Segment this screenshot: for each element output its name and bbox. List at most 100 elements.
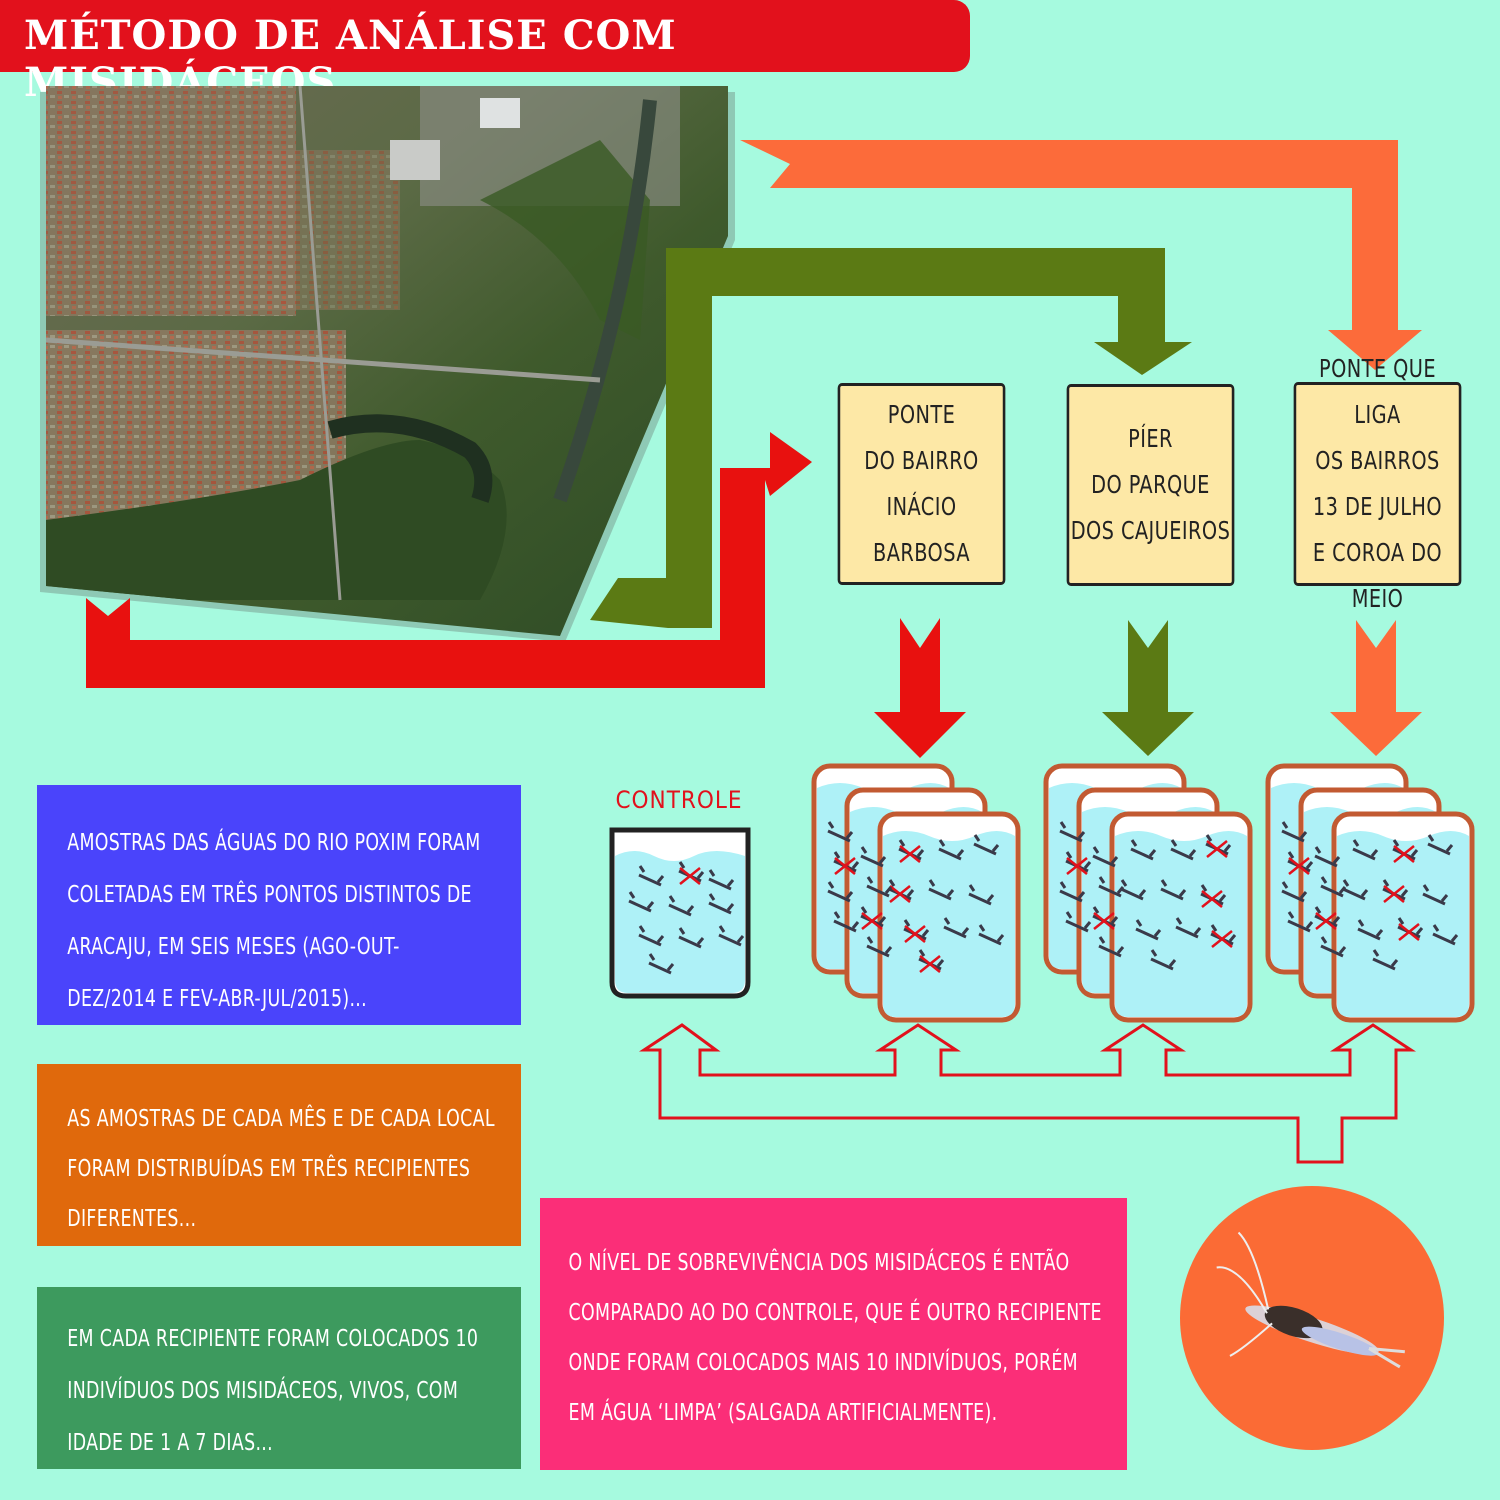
mysid-25 xyxy=(1135,919,1162,941)
step-3-line-3: IDADE DE 1 A 7 DIAS... xyxy=(67,1430,274,1456)
page-title: MÉTODO DE ANÁLISE COM MISIDÁCEOS xyxy=(24,12,677,106)
mysid-48 xyxy=(1287,851,1314,875)
step-3-line-2: INDIVÍDUOS DOS MISIDÁCEOS, VIVOS, COM xyxy=(67,1378,459,1404)
step-1-line-1: AMOSTRAS DAS ÁGUAS DO RIO POXIM FORAM xyxy=(67,830,481,856)
mysid-37 xyxy=(1352,839,1379,861)
step-2-box: AS AMOSTRAS DE CADA MÊS E DE CADA LOCAL … xyxy=(37,1064,521,1246)
mysid-30 xyxy=(1065,851,1092,875)
mysid-54 xyxy=(1320,936,1347,958)
arrow-site-1 xyxy=(86,432,812,688)
mysid-33 xyxy=(1092,846,1119,868)
control-mysid-10 xyxy=(648,953,675,975)
mysid-43 xyxy=(1357,919,1384,941)
control-mysid-1 xyxy=(638,865,665,887)
down-arrow-3 xyxy=(1330,620,1422,756)
control-label: CONTROLE xyxy=(615,786,743,814)
step-2-line-1: AS AMOSTRAS DE CADA MÊS E DE CADA LOCAL xyxy=(67,1106,495,1132)
mysid-9 xyxy=(978,924,1005,946)
mysid-45 xyxy=(1432,924,1459,946)
mysid-11 xyxy=(827,821,854,843)
down-arrow-2 xyxy=(1102,620,1194,756)
mysid-16 xyxy=(866,876,893,898)
mysid-6 xyxy=(968,884,995,906)
arrow-site-2 xyxy=(590,248,1192,628)
mysid-28 xyxy=(1150,949,1177,971)
mysid-39 xyxy=(1427,834,1454,856)
site-box-1: PONTE DO BAIRRO INÁCIO BARBOSA xyxy=(837,383,1006,585)
mysid-24 xyxy=(1200,884,1227,908)
control-mysid-6 xyxy=(708,893,735,915)
arrow-site-3 xyxy=(740,140,1422,370)
mysid-22 xyxy=(1120,879,1147,901)
step-2-line-2: FORAM DISTRIBUÍDAS EM TRÊS RECIPIENTES xyxy=(67,1156,471,1182)
conclusion-line-4: EM ÁGUA ‘LIMPA’ (SALGADA ARTIFICIALMENTE… xyxy=(568,1400,998,1426)
control-jar xyxy=(609,827,751,999)
site-label-1: PONTE DO BAIRRO INÁCIO BARBOSA xyxy=(864,400,979,567)
comparison-bracket xyxy=(638,1023,1417,1164)
mysid-17 xyxy=(860,906,887,930)
step-3-box: EM CADA RECIPIENTE FORAM COLOCADOS 10 IN… xyxy=(37,1287,521,1469)
site-box-2: PÍER DO PARQUE DOS CAJUEIROS xyxy=(1066,384,1235,586)
aerial-map-image xyxy=(40,86,735,642)
control-mysid-8 xyxy=(678,927,705,949)
step-1-box: AMOSTRAS DAS ÁGUAS DO RIO POXIM FORAM CO… xyxy=(37,785,521,1025)
mysid-53 xyxy=(1314,906,1341,930)
title-banner: MÉTODO DE ANÁLISE COM MISIDÁCEOS xyxy=(0,0,970,106)
mysid-44 xyxy=(1397,917,1424,941)
mysid-4 xyxy=(888,879,915,903)
site-box-3: PONTE QUE LIGA OS BAIRROS 13 DE JULHO E … xyxy=(1293,354,1462,613)
site-label-3: PONTE QUE LIGA OS BAIRROS 13 DE JULHO E … xyxy=(1312,354,1443,613)
conclusion-line-2: COMPARADO AO DO CONTROLE, QUE É OUTRO RE… xyxy=(568,1300,1102,1326)
control-mysid-4 xyxy=(628,891,655,913)
mysid-40 xyxy=(1342,879,1369,901)
mysid-21 xyxy=(1205,834,1232,858)
mysid-35 xyxy=(1092,906,1119,930)
step-3-line-1: EM CADA RECIPIENTE FORAM COLOCADOS 10 xyxy=(67,1326,479,1352)
mysid-2 xyxy=(938,839,965,861)
control-mysid-9 xyxy=(718,925,745,947)
conclusion-box: O NÍVEL DE SOBREVIVÊNCIA DOS MISIDÁCEOS … xyxy=(540,1198,1127,1470)
mysid-27 xyxy=(1210,924,1237,948)
mysid-13 xyxy=(827,881,854,903)
site-label-2: PÍER DO PARQUE DOS CAJUEIROS xyxy=(1070,424,1231,545)
mysid-26 xyxy=(1175,917,1202,939)
mysid-5 xyxy=(928,879,955,901)
mysid-8 xyxy=(943,917,970,939)
mysid-15 xyxy=(860,846,887,868)
mysid-49 xyxy=(1281,881,1308,903)
control-mysid-5 xyxy=(668,895,695,917)
mysid-50 xyxy=(1287,911,1314,933)
mysid-31 xyxy=(1059,881,1086,903)
mysid-46 xyxy=(1372,949,1399,971)
mysid-38 xyxy=(1392,839,1419,863)
down-arrow-1 xyxy=(874,618,966,758)
mysid-10 xyxy=(918,949,945,973)
mysid-32 xyxy=(1065,911,1092,933)
conclusion-line-1: O NÍVEL DE SOBREVIVÊNCIA DOS MISIDÁCEOS … xyxy=(568,1250,1070,1276)
step-2-line-3: DIFERENTES... xyxy=(67,1206,197,1232)
mysid-markers xyxy=(628,821,1459,975)
mysid-19 xyxy=(1130,839,1157,861)
mysid-41 xyxy=(1382,879,1409,903)
mysid-14 xyxy=(833,911,860,933)
control-mysid-3 xyxy=(708,869,735,891)
conclusion-line-3: ONDE FORAM COLOCADOS MAIS 10 INDIVÍDUOS,… xyxy=(568,1350,1079,1376)
mysid-51 xyxy=(1314,846,1341,868)
mysid-52 xyxy=(1320,876,1347,898)
step-1-line-4: DEZ/2014 E FEV-ABR-JUL/2015)... xyxy=(67,986,368,1012)
control-mysid-2 xyxy=(678,861,705,885)
mysid-29 xyxy=(1059,821,1086,843)
mysid-47 xyxy=(1281,821,1308,843)
mysid-20 xyxy=(1170,839,1197,861)
mysid-18 xyxy=(866,936,893,958)
mysid-23 xyxy=(1160,879,1187,901)
mysid-7 xyxy=(903,919,930,943)
mysid-36 xyxy=(1098,936,1125,958)
mysid-photo xyxy=(1180,1186,1444,1450)
step-1-line-3: ARACAJU, EM SEIS MESES (AGO-OUT- xyxy=(67,934,400,960)
mysid-42 xyxy=(1422,884,1449,906)
mysid-3 xyxy=(973,834,1000,856)
step-1-line-2: COLETADAS EM TRÊS PONTOS DISTINTOS DE xyxy=(67,882,472,908)
control-mysid-7 xyxy=(638,925,665,947)
